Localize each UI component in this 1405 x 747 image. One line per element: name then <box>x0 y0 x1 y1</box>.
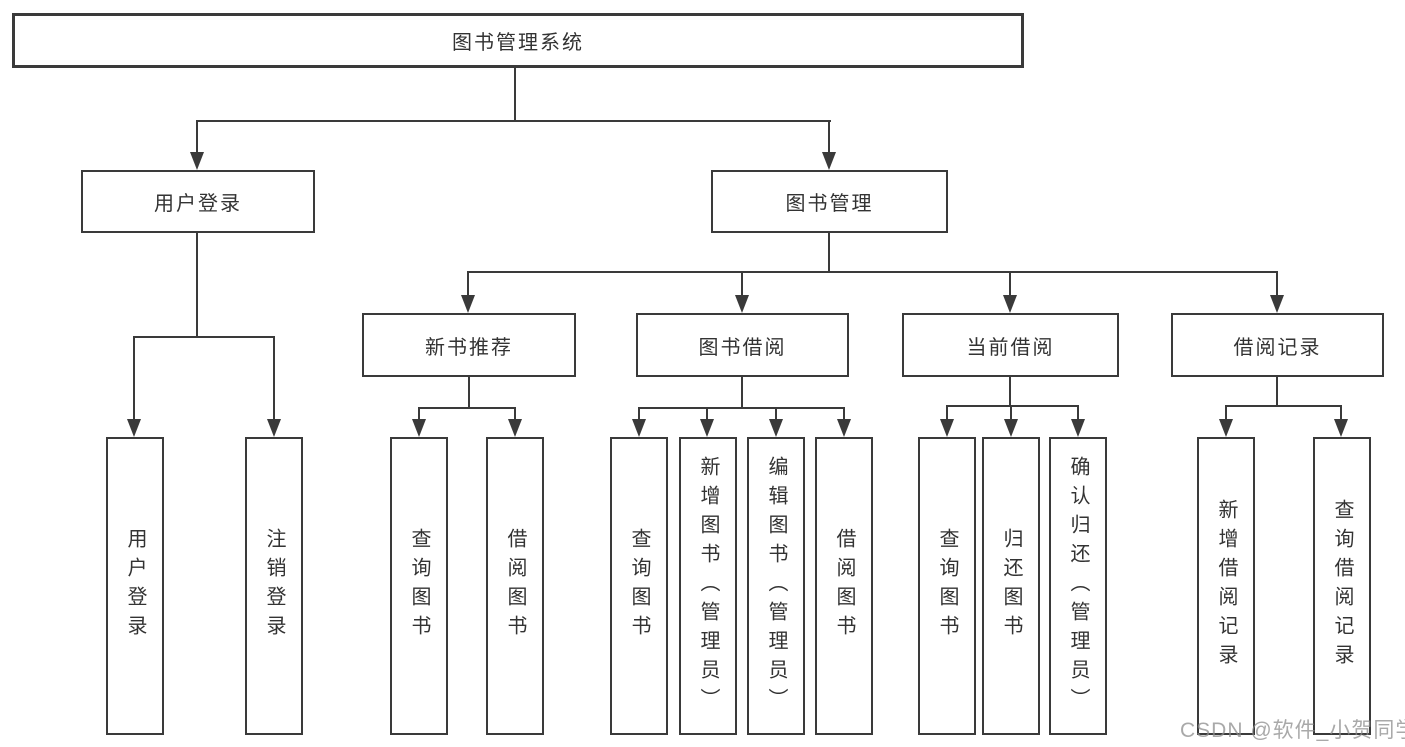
arrowhead-down-icon <box>735 295 749 313</box>
leaf-logout: 注销登录 <box>245 437 303 735</box>
leaf-label: 查询图书 <box>408 528 430 644</box>
arrowhead-down-icon <box>190 152 204 170</box>
connector-current-stem <box>1009 377 1011 405</box>
node-label: 新书推荐 <box>425 336 513 359</box>
connector-drop-book-mgmt <box>828 120 830 154</box>
connector-drop <box>514 407 516 419</box>
leaf-add-borrow-record: 新增借阅记录 <box>1197 437 1255 735</box>
connector-borrowing-stem <box>741 377 743 407</box>
arrowhead-down-icon <box>267 419 281 437</box>
connector-records-hbar <box>1225 405 1342 407</box>
leaf-user-login: 用户登录 <box>106 437 164 735</box>
leaf-add-books-admin: 新增图书（管理员） <box>679 437 737 735</box>
arrowhead-down-icon <box>1004 419 1018 437</box>
connector-userlogin-hbar <box>134 336 275 338</box>
node-label: 当前借阅 <box>966 336 1055 359</box>
connector-userlogin-stem <box>196 233 198 336</box>
connector-drop-user-login <box>196 120 198 154</box>
arrowhead-down-icon <box>127 419 141 437</box>
connector-drop <box>1077 405 1079 419</box>
leaf-label: 归还图书 <box>1000 528 1022 644</box>
node-new-book-recommendation: 新书推荐 <box>362 313 576 377</box>
arrowhead-down-icon <box>769 419 783 437</box>
leaf-label: 查询借阅记录 <box>1331 499 1353 673</box>
leaf-edit-books-admin: 编辑图书（管理员） <box>747 437 805 735</box>
node-book-management: 图书管理 <box>711 170 948 233</box>
leaf-borrow-books-recommend: 借阅图书 <box>486 437 544 735</box>
connector-drop <box>706 407 708 419</box>
leaf-label: 注销登录 <box>263 528 285 644</box>
leaf-label: 确认归还（管理员） <box>1067 455 1089 717</box>
connector-records-stem <box>1276 377 1278 405</box>
node-label: 图书管理 <box>785 193 874 215</box>
leaf-label: 查询图书 <box>628 528 650 644</box>
leaf-query-books-borrow: 查询图书 <box>610 437 668 735</box>
connector-newbooks-stem <box>468 377 470 407</box>
arrowhead-down-icon <box>412 419 426 437</box>
leaf-query-books-recommend: 查询图书 <box>390 437 448 735</box>
connector-drop <box>946 405 948 419</box>
leaf-query-books-current: 查询图书 <box>918 437 976 735</box>
watermark: CSDN @软件_小贺同学 <box>1180 719 1405 742</box>
arrowhead-down-icon <box>1219 419 1233 437</box>
connector-current-hbar <box>946 405 1079 407</box>
connector-drop <box>775 407 777 419</box>
leaf-label: 查询图书 <box>936 528 958 644</box>
leaf-return-books: 归还图书 <box>982 437 1040 735</box>
leaf-confirm-return-admin: 确认归还（管理员） <box>1049 437 1107 735</box>
node-book-borrowing: 图书借阅 <box>636 313 849 377</box>
node-label: 图书管理系统 <box>452 32 584 54</box>
arrowhead-down-icon <box>461 295 475 313</box>
node-borrowing-records: 借阅记录 <box>1171 313 1384 377</box>
node-current-borrowing: 当前借阅 <box>902 313 1119 377</box>
leaf-label: 借阅图书 <box>833 528 855 644</box>
arrowhead-down-icon <box>632 419 646 437</box>
leaf-label: 新增图书（管理员） <box>697 455 719 717</box>
connector-newbooks-hbar <box>418 407 516 409</box>
connector-borrowing-hbar <box>638 407 844 409</box>
connector-drop <box>418 407 420 419</box>
connector-drop <box>133 336 135 419</box>
arrowhead-down-icon <box>1334 419 1348 437</box>
leaf-label: 用户登录 <box>124 528 146 644</box>
connector-drop <box>1340 405 1342 419</box>
connector-drop <box>741 271 743 295</box>
arrowhead-down-icon <box>1270 295 1284 313</box>
connector-drop <box>467 271 469 295</box>
node-library-system: 图书管理系统 <box>12 13 1024 68</box>
connector-drop <box>273 336 275 419</box>
arrowhead-down-icon <box>822 152 836 170</box>
connector-drop <box>1225 405 1227 419</box>
node-label: 图书借阅 <box>698 336 787 359</box>
leaf-query-borrow-record: 查询借阅记录 <box>1313 437 1371 735</box>
leaf-borrow-books: 借阅图书 <box>815 437 873 735</box>
leaf-label: 借阅图书 <box>504 528 526 644</box>
connector-drop <box>638 407 640 419</box>
arrowhead-down-icon <box>940 419 954 437</box>
arrowhead-down-icon <box>837 419 851 437</box>
arrowhead-down-icon <box>1003 295 1017 313</box>
connector-bookmgmt-stem <box>828 233 830 271</box>
arrowhead-down-icon <box>1071 419 1085 437</box>
connector-drop <box>1009 271 1011 295</box>
node-user-login: 用户登录 <box>81 170 315 233</box>
connector-root-stem <box>514 68 516 120</box>
arrowhead-down-icon <box>700 419 714 437</box>
arrowhead-down-icon <box>508 419 522 437</box>
connector-root-hbar <box>197 120 831 122</box>
connector-bookmgmt-hbar <box>468 271 1278 273</box>
node-label: 借阅记录 <box>1233 336 1322 359</box>
leaf-label: 新增借阅记录 <box>1215 499 1237 673</box>
connector-drop <box>1010 405 1012 419</box>
leaf-label: 编辑图书（管理员） <box>765 455 787 717</box>
node-label: 用户登录 <box>154 193 242 215</box>
connector-drop <box>1276 271 1278 295</box>
connector-drop <box>843 407 845 419</box>
